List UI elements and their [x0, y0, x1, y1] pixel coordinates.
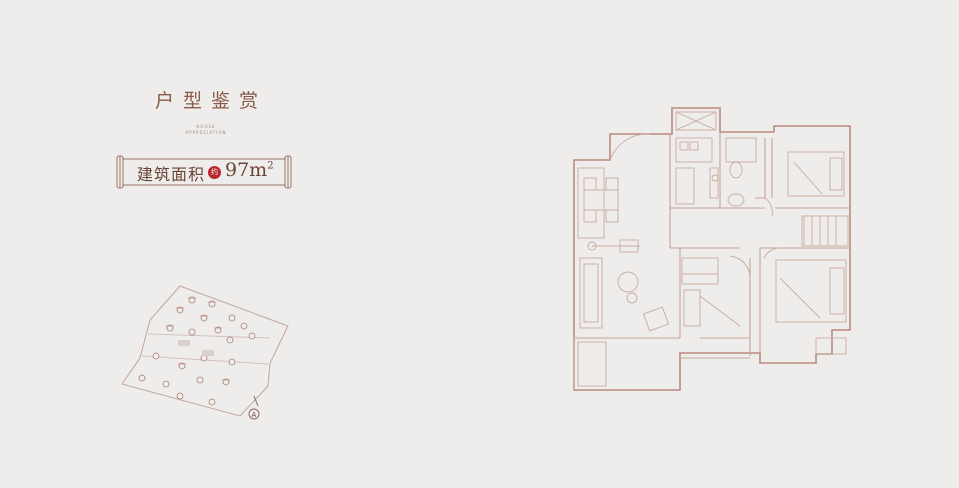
area-approx-badge: 约 — [208, 166, 221, 179]
scroll-frame — [116, 155, 292, 189]
site-marker-label: A — [252, 411, 257, 419]
area-number: 97m — [225, 159, 268, 181]
site-plan: A — [121, 285, 289, 420]
area-value: 97m2 — [225, 159, 274, 181]
floor-plan — [573, 107, 851, 391]
page-title: 户型鉴赏 — [155, 90, 268, 112]
outer-walls — [573, 107, 851, 391]
area-unit: 2 — [267, 160, 274, 172]
inner-walls — [574, 132, 850, 359]
furniture — [573, 111, 849, 390]
area-label: 建筑面积 — [137, 165, 206, 184]
page-subtitle: HOUSE APPRECIATION — [185, 124, 227, 135]
site-boundary — [121, 285, 289, 417]
area-banner: 建筑面积 约 97m2 — [115, 155, 293, 189]
building-markers — [138, 296, 256, 406]
north-arrow-icon — [248, 395, 260, 420]
